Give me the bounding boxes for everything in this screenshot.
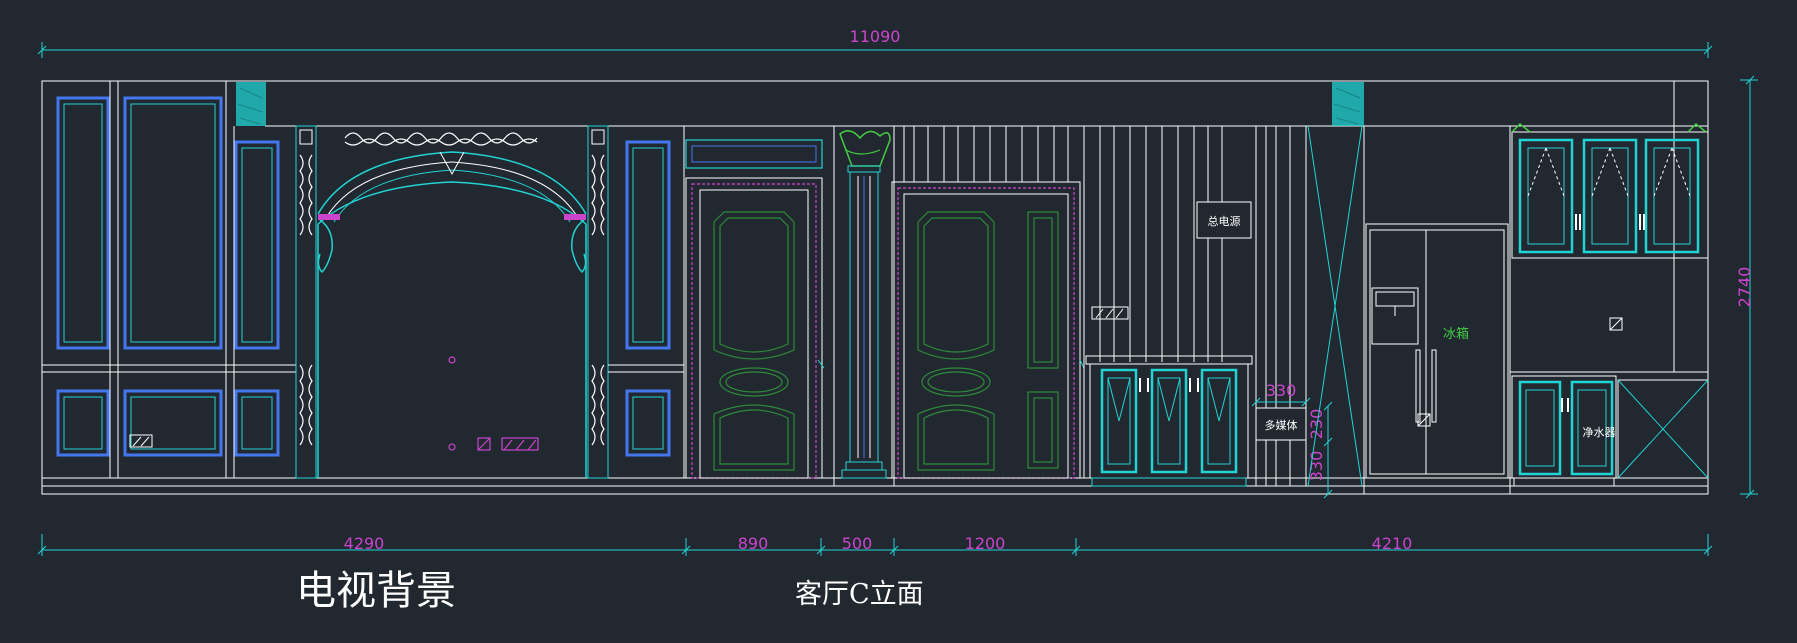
dimension-segment-4: 1200 [965,534,1006,553]
water-purifier-label: 净水器 [1583,425,1616,439]
dimension-multimedia-width: 330 [1266,381,1297,400]
upper-cabinet-right [1509,81,1709,494]
tv-background-title: 电视背景 [296,568,456,614]
multimedia-box: 多媒体 [1255,407,1307,441]
left-wainscot-panels [42,81,296,478]
main-power-box: 总电源 [1196,201,1252,239]
vertical-slat-wall [903,126,1307,486]
lower-cabinet-middle [1085,355,1253,487]
top-dimension [37,42,1713,58]
dimension-segment-1: 4290 [344,534,385,553]
opening-cross [1307,125,1363,487]
right-dimension [1740,75,1758,499]
dimension-multimedia-height-1: 230 [1307,409,1326,440]
fridge-label: 冰箱 [1443,326,1469,342]
main-power-label: 总电源 [1208,214,1241,228]
multimedia-dimensions [1251,397,1333,499]
refrigerator: 冰箱 [1363,223,1511,487]
tv-background-arch [295,125,609,479]
dimension-segment-3: 500 [842,534,873,553]
elevation-title: 客厅C立面 [795,579,924,610]
lower-cabinet-right: 净水器 [1510,371,1709,487]
right-of-arch-panels [608,126,685,478]
ceiling-beam-blocks [236,82,1364,126]
dimension-overall-width: 11090 [850,27,901,46]
bottom-dimension-chain [37,534,1713,556]
door-1 [685,139,825,479]
dimension-segment-2: 890 [738,534,769,553]
dimension-segment-5: 4210 [1372,534,1413,553]
dimension-overall-height: 2740 [1735,267,1754,308]
door-2 [891,181,1085,479]
multimedia-label: 多媒体 [1265,418,1298,432]
decorative-column [833,126,895,486]
elevation-frame [41,80,1709,495]
wall-switch [1091,306,1129,320]
